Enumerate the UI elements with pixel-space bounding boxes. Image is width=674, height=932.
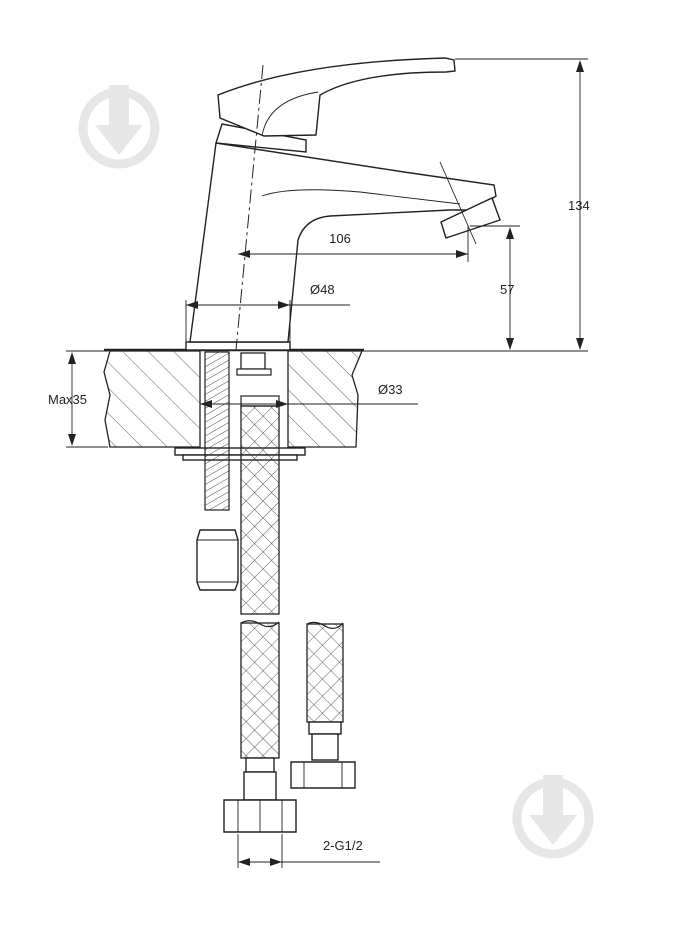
mounting-plate <box>174 447 306 461</box>
drop-logo-icon <box>512 775 594 859</box>
dimension-base-diameter: Ø48 <box>185 282 350 342</box>
stud-hex-nut <box>196 529 239 591</box>
countertop-section <box>103 348 364 448</box>
drop-logo-icon <box>78 85 160 169</box>
dimension-connection-thread: 2-G1/2 <box>237 834 380 868</box>
dim-label-base-diameter: Ø48 <box>310 282 335 297</box>
dimension-hole-diameter: Ø33 <box>200 382 418 408</box>
dim-label-height-total: 134 <box>568 198 590 213</box>
dimension-height-total: 134 <box>290 58 590 352</box>
mounting-stud <box>204 351 230 511</box>
faucet-body <box>185 57 501 351</box>
dim-label-hole-diameter: Ø33 <box>378 382 403 397</box>
dim-label-spout-reach: 106 <box>329 231 351 246</box>
dimension-max-thickness: Max35 <box>48 350 108 448</box>
dimension-spout-reach: 106 <box>238 161 477 262</box>
hose-main <box>223 352 297 833</box>
dim-label-spout-height: 57 <box>500 282 514 297</box>
dim-label-connection-thread: 2-G1/2 <box>323 838 363 853</box>
dim-label-max-thickness: Max35 <box>48 392 87 407</box>
dimension-spout-height: 57 <box>470 225 520 350</box>
hose-secondary <box>290 621 356 789</box>
